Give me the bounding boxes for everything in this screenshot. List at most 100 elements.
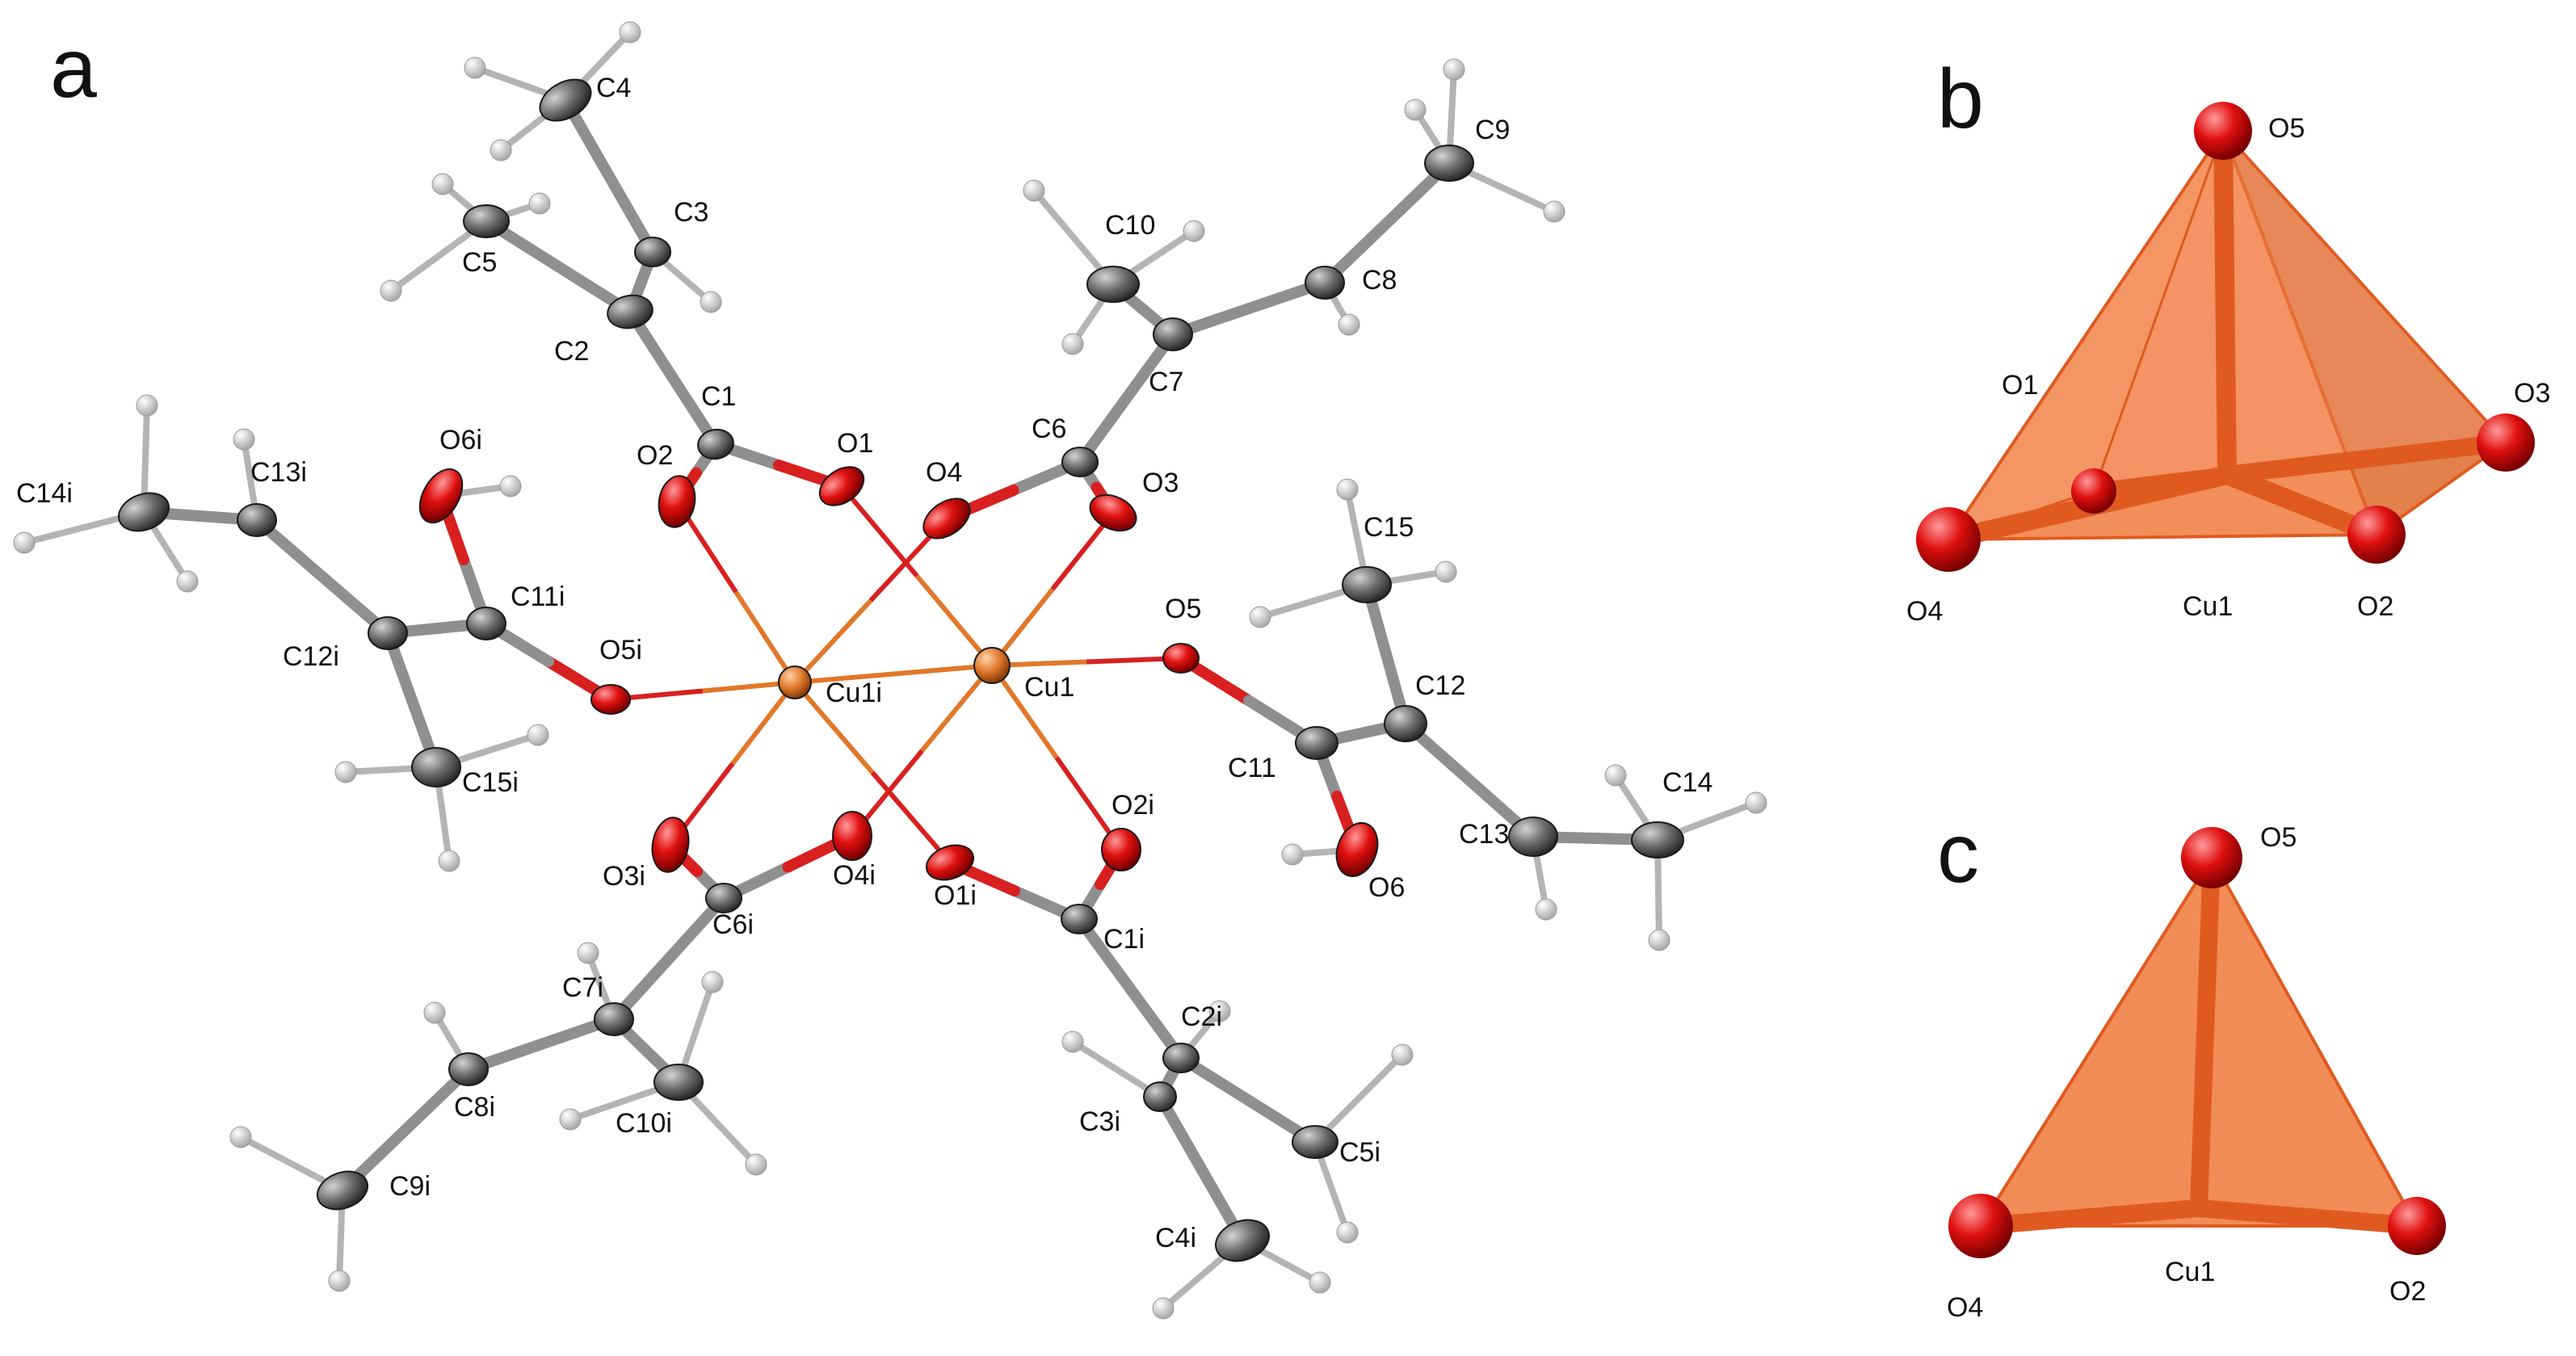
- hydrogen-atom: [1443, 58, 1465, 81]
- atom-o6: [1335, 822, 1379, 877]
- label-c2: C2: [554, 336, 589, 367]
- atom-o5i: [590, 684, 631, 715]
- atom-o1i: [925, 844, 975, 881]
- label-c14: C14: [1662, 767, 1712, 798]
- label-o6i: O6i: [439, 425, 482, 455]
- label-o3: O3: [2514, 378, 2550, 409]
- hydrogen-atom: [619, 21, 641, 44]
- atom-o1: [2071, 468, 2116, 514]
- label-o2: O2: [2389, 1276, 2426, 1307]
- atom-c14: [1631, 821, 1684, 859]
- atom-c2: [607, 294, 653, 330]
- bond-cu1-o4: [1972, 1199, 2208, 1235]
- atom-o3: [1089, 493, 1137, 532]
- hydrogen-atom: [1152, 1297, 1175, 1320]
- hydrogen-atom: [499, 475, 522, 497]
- atom-c1i: [1061, 904, 1098, 934]
- bond-cu1-o2i: [990, 664, 1059, 759]
- heavy-atoms: [118, 78, 1684, 1262]
- atom-c6i: [705, 883, 742, 913]
- label-cu1: Cu1: [1024, 672, 1074, 703]
- bond-cu1-o3: [2218, 434, 2515, 484]
- label-o3: O3: [1142, 468, 1179, 498]
- bond-cu1i-o1i: [792, 681, 875, 775]
- atom-c8i: [448, 1052, 489, 1086]
- hydrogen-atom: [701, 971, 724, 993]
- label-o5: O5: [1165, 594, 1201, 624]
- atom-o5: [2194, 102, 2252, 160]
- hydrogen-atoms: [13, 21, 1767, 1320]
- label-o4: O4: [1906, 596, 1943, 627]
- label-o5: O5: [2260, 822, 2297, 853]
- bond-cu1-o1: [914, 574, 994, 667]
- label-o5: O5: [2268, 113, 2305, 144]
- label-c13i: C13i: [250, 457, 307, 488]
- bond-cu1-o5: [2213, 121, 2237, 485]
- label-o2: O2: [2357, 591, 2393, 622]
- label-o5i: O5i: [599, 635, 642, 665]
- panel-c-coordination-polyhedron: O5 O4 Cu1 O2: [1947, 822, 2446, 1323]
- label-c12: C12: [1415, 670, 1465, 701]
- label-c7i: C7i: [562, 972, 603, 1003]
- hydrogen-atom: [1745, 791, 1767, 814]
- label-o2: O2: [637, 440, 673, 471]
- atom-c13: [1508, 817, 1558, 857]
- atom-o6i: [418, 468, 464, 524]
- label-o4i: O4i: [833, 860, 876, 891]
- atom-o4i: [832, 811, 872, 861]
- label-c5: C5: [462, 247, 497, 278]
- label-c11i: C11i: [511, 581, 565, 612]
- atom-o4: [1916, 507, 1981, 572]
- hydrogen-atom: [559, 1108, 582, 1131]
- atom-c4: [539, 78, 592, 122]
- atom-c7i: [594, 1002, 634, 1036]
- atom-c1: [697, 428, 734, 460]
- hydrogen-atom: [1543, 200, 1565, 223]
- hydrogen-atom: [1183, 220, 1205, 242]
- hydrogen-atom: [1535, 898, 1557, 921]
- label-c9i: C9i: [389, 1171, 431, 1202]
- hydrogen-atom: [13, 531, 36, 554]
- hydrogen-atom: [1208, 1000, 1231, 1022]
- hydrogen-atom: [1648, 929, 1670, 951]
- label-o1: O1: [837, 428, 873, 459]
- hydrogen-atom: [577, 942, 599, 964]
- hydrogen-atom: [176, 570, 199, 593]
- label-c6: C6: [1032, 414, 1066, 444]
- atom-c6: [1061, 447, 1099, 477]
- hydrogen-atom: [1281, 843, 1304, 866]
- hydrogen-atom: [1404, 99, 1427, 121]
- atom-c14i: [118, 492, 170, 532]
- atom-cu1: [973, 647, 1011, 684]
- atom-o3: [2477, 414, 2535, 472]
- label-cu1i: Cu1i: [826, 678, 882, 708]
- atom-o4: [922, 497, 971, 539]
- label-c3: C3: [674, 197, 708, 228]
- atom-c2i: [1162, 1043, 1200, 1073]
- panel-letter-b: b: [1937, 52, 1984, 146]
- atom-c3: [634, 237, 671, 267]
- bond-cu1-o2: [2190, 1199, 2426, 1235]
- label-o2i: O2i: [1112, 790, 1154, 821]
- label-c1i: C1i: [1103, 924, 1145, 955]
- atom-c9: [1424, 145, 1474, 182]
- atom-o1: [818, 466, 865, 506]
- label-c15: C15: [1364, 512, 1414, 543]
- hydrogen-atom: [334, 761, 357, 783]
- label-c8: C8: [1362, 265, 1397, 296]
- label-cu1: Cu1: [2165, 1257, 2215, 1287]
- atom-cu1i: [778, 665, 812, 699]
- bond-cu1i-o1i: [870, 770, 952, 864]
- atom-c15: [1342, 566, 1392, 603]
- atom-c11: [1295, 726, 1338, 760]
- atom-o5: [1162, 643, 1200, 674]
- hydrogen-atom: [136, 394, 158, 417]
- atom-o5: [2181, 827, 2242, 888]
- hydrogen-atom: [528, 192, 551, 215]
- hydrogen-atom: [431, 173, 454, 195]
- hydrogen-atom: [700, 291, 722, 313]
- label-c12i: C12i: [283, 641, 339, 672]
- atom-o2: [2347, 506, 2406, 564]
- hydrogen-atom: [1309, 1271, 1331, 1294]
